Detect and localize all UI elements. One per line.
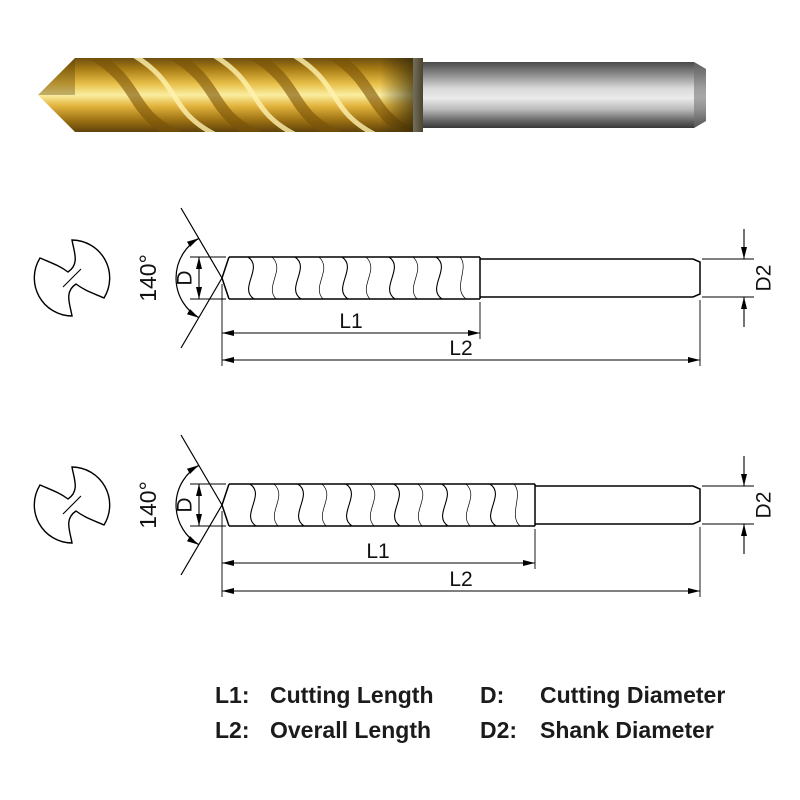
- legend-value-cutting-length: Cutting Length: [270, 682, 434, 708]
- legend-row-2: L2: Overall Length D2: Shank Diameter: [0, 717, 800, 752]
- flute-spirals-photo: [87, 58, 413, 132]
- overall-length-label-2: L2: [449, 568, 472, 591]
- drill-point-1: [221, 256, 230, 300]
- drill-point-2: [221, 483, 230, 527]
- cutting-diameter-label-1: D: [174, 270, 197, 285]
- technical-drawing-1: 140° D L1 L2 D2: [33, 207, 776, 366]
- chisel-edge-line: [62, 495, 82, 515]
- length-dimensions-1: [221, 284, 701, 366]
- d-dimension-2: [190, 483, 226, 527]
- point-angle-label-2: 140°: [135, 481, 161, 529]
- legend-key-d: D:: [480, 682, 505, 708]
- chisel-edge-line: [62, 268, 82, 288]
- point-angle-annotation-2: [175, 434, 223, 576]
- shank-diameter-label-2: D2: [753, 492, 776, 519]
- d-dimension-1: [190, 256, 226, 300]
- d2-dimension-1: [702, 229, 754, 327]
- cutting-length-label-2: L1: [366, 540, 389, 563]
- legend: L1: Cutting Length D: Cutting Diameter L…: [0, 682, 800, 752]
- end-view-2: [33, 466, 111, 544]
- drill-tip-facet: [38, 58, 75, 95]
- drill-photo-body: [38, 58, 706, 132]
- coating-transition: [380, 58, 423, 132]
- d2-dimension-2: [702, 456, 754, 554]
- drill-tip: [38, 58, 75, 132]
- legend-value-overall-length: Overall Length: [270, 717, 432, 743]
- cutting-diameter-label-2: D: [174, 497, 197, 512]
- drill-shank-outline-1: [480, 258, 701, 298]
- overall-length-label-1: L2: [449, 337, 472, 360]
- cutting-length-label-1: L1: [339, 310, 362, 333]
- legend-key-l1: L1:: [215, 682, 250, 708]
- flute-spirals-1: [247, 256, 467, 300]
- legend-key-l2: L2:: [215, 717, 250, 743]
- length-dimensions-2: [221, 511, 701, 597]
- technical-drawing-2: 140° D L1 L2 D2: [33, 434, 776, 597]
- legend-row-1: L1: Cutting Length D: Cutting Diameter: [0, 682, 800, 717]
- product-photo: [38, 58, 706, 132]
- drill-shank-outline-2: [535, 485, 701, 525]
- legend-key-d2: D2:: [480, 717, 518, 743]
- end-view-1: [33, 239, 111, 317]
- drill-outline-2: [221, 483, 701, 527]
- shank-end-chamfer: [694, 62, 706, 128]
- legend-value-shank-diameter: Shank Diameter: [540, 717, 714, 743]
- drill-flutes-photo: [75, 58, 413, 132]
- flute-spirals-2: [249, 483, 521, 527]
- point-angle-label-1: 140°: [135, 254, 161, 302]
- shank-diameter-label-1: D2: [753, 265, 776, 292]
- drill-shank-photo: [423, 62, 706, 128]
- point-angle-annotation-1: [175, 207, 223, 349]
- legend-value-cutting-diameter: Cutting Diameter: [540, 682, 726, 708]
